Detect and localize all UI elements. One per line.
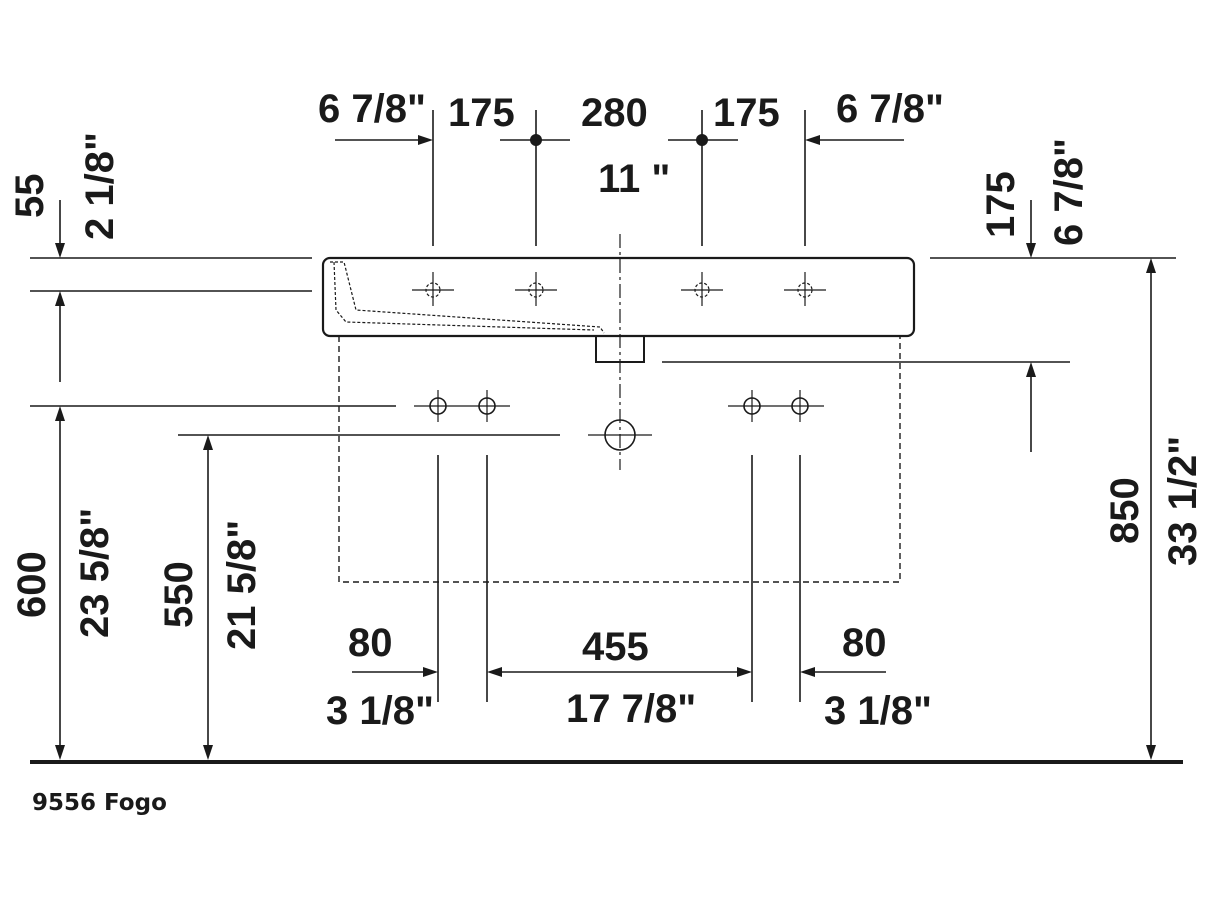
dim-left-55-inch: 2 1/8" (78, 132, 122, 240)
cabinet-outline-dashed (338, 336, 901, 583)
dim-bottom-80-right-inch: 3 1/8" (824, 689, 932, 733)
dim-bottom-80-left: 80 (348, 621, 393, 665)
dim-left-550: 550 (157, 561, 201, 628)
dim-top-right-inch: 6 7/8" (836, 87, 944, 131)
dim-top-left-inch: 6 7/8" (318, 87, 426, 131)
dim-right-175: 175 (979, 171, 1023, 238)
dim-left-600-inch: 23 5/8" (73, 508, 117, 638)
dim-top-175-right: 175 (713, 91, 780, 135)
model-caption: 9556 Fogo (32, 790, 167, 816)
basin-outline (321, 256, 916, 363)
dim-right-175-inch: 6 7/8" (1047, 138, 1091, 246)
right-dimension-lines (662, 200, 1176, 760)
dim-top-175-left: 175 (448, 91, 515, 135)
dim-right-850: 850 (1103, 477, 1147, 544)
wall-connection-markers (414, 390, 824, 451)
dim-bottom-455-inch: 17 7/8" (566, 687, 696, 731)
dim-top-280-inch: 11 " (598, 157, 670, 201)
dim-right-850-inch: 33 1/2" (1161, 436, 1205, 566)
tap-hole-markers (412, 272, 826, 306)
top-dimension-lines (335, 110, 904, 246)
dim-bottom-455: 455 (582, 625, 649, 669)
dim-top-280: 280 (581, 91, 648, 135)
dim-bottom-80-left-inch: 3 1/8" (326, 689, 434, 733)
dim-left-550-inch: 21 5/8" (220, 520, 264, 650)
left-dimension-lines (30, 200, 560, 760)
dim-left-600: 600 (10, 551, 54, 618)
bottom-dimension-lines (352, 455, 886, 702)
dim-left-55: 55 (8, 174, 52, 219)
dim-bottom-80-right: 80 (842, 621, 887, 665)
